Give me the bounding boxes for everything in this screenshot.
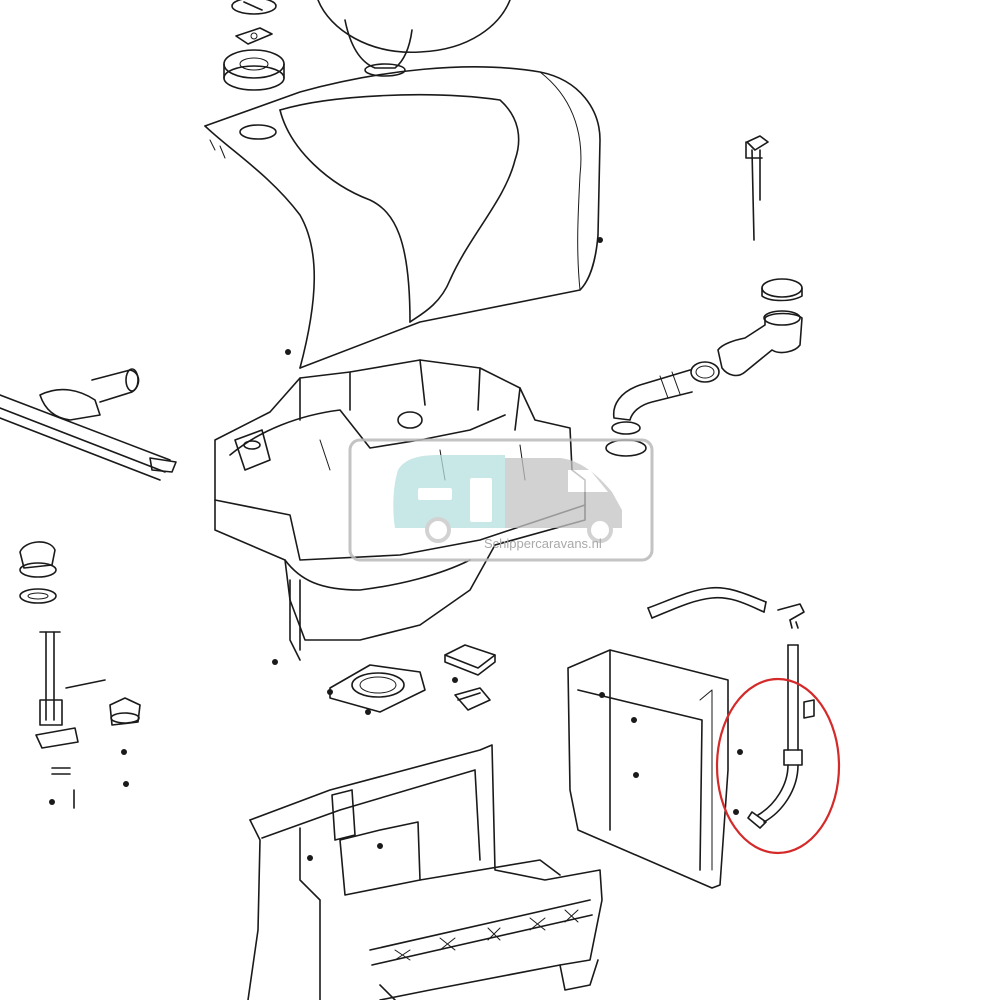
watermark-frame — [348, 438, 654, 562]
center-small-parts — [327, 644, 496, 715]
cassette-cover-panel — [567, 649, 743, 889]
highlight-circle — [715, 677, 841, 855]
level-indicator-rod — [745, 135, 769, 241]
base-tray — [247, 744, 603, 1000]
flush-hose-assembly — [0, 368, 177, 481]
drain-elbow-assembly — [605, 278, 803, 457]
watermark-text: Schippercaravans.nl — [484, 536, 602, 551]
toilet-upper-housing — [204, 66, 603, 369]
vent-tube — [647, 586, 767, 619]
watermark: Schippercaravans.nl — [348, 438, 654, 562]
top-small-parts — [223, 0, 285, 91]
left-small-parts — [19, 541, 141, 809]
toilet-bowl-top — [317, 0, 511, 77]
highlighted-drain-hose — [747, 603, 815, 829]
camper-logo — [393, 455, 622, 543]
